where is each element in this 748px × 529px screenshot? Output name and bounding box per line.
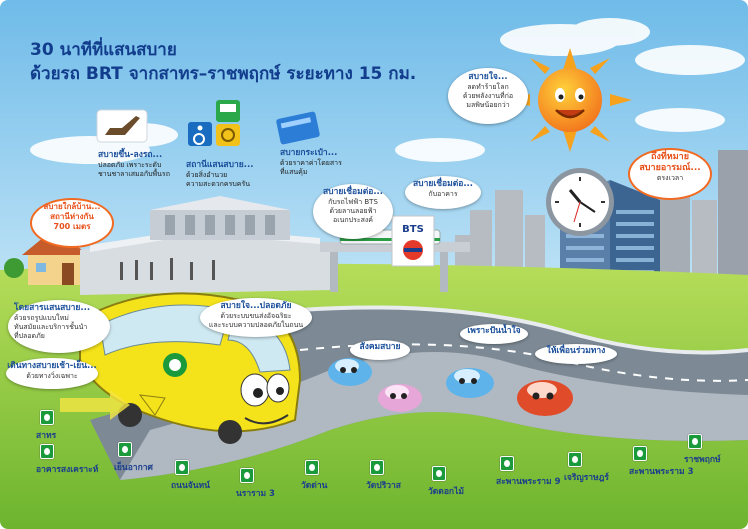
callout-safety-body-2: และระบบความปลอดภัยในถนน xyxy=(208,321,304,329)
station-marker-icon xyxy=(568,452,582,467)
station-marker-icon xyxy=(40,410,54,425)
callout-comfort: โดยสารแสนสบาย... ด้วยรถรูปแบบใหม่ ทันสมั… xyxy=(8,300,110,353)
car-pink xyxy=(378,384,422,412)
callout-generous: เพราะปันน้ำใจ xyxy=(460,324,528,344)
station-marker-icon xyxy=(175,460,189,475)
callout-sun-body-2: ด้วยพลังงานที่ก่อ xyxy=(462,92,514,100)
callout-wallet-head: สบายกระเป๋า... xyxy=(280,148,338,158)
sun-icon xyxy=(508,48,632,152)
clock-icon xyxy=(546,168,614,236)
car-blue-2 xyxy=(446,368,494,398)
car-blue-1 xyxy=(328,358,372,386)
bus-lane xyxy=(120,352,748,480)
callout-boarding-body-2: ชานชาลาเสมอกับพื้นรถ xyxy=(98,170,170,178)
bts-logo-icon: BTS xyxy=(391,215,435,267)
brt-station xyxy=(80,196,330,295)
station-label: สะพานพระราม 9 xyxy=(496,477,561,487)
callout-safety-body-1: ด้วยระบบขนส่งอัจฉริยะ xyxy=(220,312,292,320)
station-marker-icon xyxy=(500,456,514,471)
station-marker-icon xyxy=(688,434,702,449)
callout-society-head: สังคมสบาย xyxy=(359,342,401,352)
station-label: ราชพฤกษ์ xyxy=(684,455,721,465)
station-label: เจริญราษฎร์ xyxy=(564,473,609,483)
callout-safety-head: สบายใจ...ปลอดภัย xyxy=(220,301,292,311)
shoe-icon xyxy=(96,109,148,143)
callout-generous-head: เพราะปันน้ำใจ xyxy=(467,326,521,336)
station-label: วัดดอกไม้ xyxy=(428,487,464,497)
callout-comfort-body-1: ด้วยรถรูปแบบใหม่ xyxy=(14,314,69,322)
callout-walk-head-3: 700 เมตร xyxy=(53,222,91,231)
callout-wallet: สบายกระเป๋า... ด้วยราคาค่าโดยสาร ที่แสนค… xyxy=(280,148,342,177)
callout-walk-head-1: สบายใกล้บ้าน... xyxy=(43,202,101,211)
ticket-card-icon xyxy=(276,111,320,145)
station-marker-icon xyxy=(370,460,384,475)
page-title: 30 นาทีที่แสนสบาย xyxy=(30,40,177,60)
station-label: วัดด่าน xyxy=(301,481,328,491)
callout-destination: ถึงที่หมาย สบายอารมณ์... ตรงเวลา xyxy=(628,148,712,200)
station-label: สะพานพระราม 3 xyxy=(629,467,694,477)
callout-sun: สบายใจ... ลดทำร้ายโลก ด้วยพลังงานที่ก่อ … xyxy=(448,68,528,124)
callout-comfort-head: โดยสารแสนสบาย... xyxy=(14,303,91,313)
callout-lane: เดินทางสบายเช้า-เย็น... ด้วยทางวิ่งเฉพาะ xyxy=(6,358,98,389)
road-edge xyxy=(299,305,748,355)
station-marker-icon xyxy=(118,442,132,457)
station-label: สาทร xyxy=(36,431,57,441)
ticket-gate-icon xyxy=(216,124,240,146)
callout-station-body-1: ด้วยสิ่งอำนวย xyxy=(186,171,228,179)
callout-station: สถานีแสนสบาย... ด้วยสิ่งอำนวย ความสะดวกค… xyxy=(186,160,253,189)
callout-building-body: กับอาคาร xyxy=(428,190,458,198)
station-label: วัดปริวาส xyxy=(366,481,401,491)
callout-society: สังคมสบาย xyxy=(350,340,410,360)
callout-lane-body: ด้วยทางวิ่งเฉพาะ xyxy=(26,372,78,380)
callout-walk-head-2: สถานีห่างกัน xyxy=(50,212,94,221)
wheelchair-icon xyxy=(188,122,212,146)
callout-destination-head-1: ถึงที่หมาย xyxy=(651,152,689,162)
svg-text:BTS: BTS xyxy=(402,224,424,235)
callout-sun-body-3: มลพิษน้อยกว่า xyxy=(466,101,510,109)
callout-safety: สบายใจ...ปลอดภัย ด้วยระบบขนส่งอัจฉริยะ แ… xyxy=(200,298,312,337)
callout-boarding-body-1: ปลอดภัย เพราะระดับ xyxy=(98,161,162,169)
station-label: นราราม 3 xyxy=(236,489,275,499)
callout-sun-body-1: ลดทำร้ายโลก xyxy=(467,83,509,91)
callout-bts-head: สบายเชื่อมต่อ... xyxy=(322,187,384,197)
motion-arrows xyxy=(60,390,130,420)
callout-comfort-body-2: ทันสมัยและบริการชั้นนำ xyxy=(14,323,88,331)
info-panel-icon xyxy=(216,100,240,122)
callout-destination-body: ตรงเวลา xyxy=(656,174,684,182)
station-label: เย็นอากาศ xyxy=(114,463,153,473)
station-label: ถนนจันทน์ xyxy=(171,481,210,491)
page-subtitle: ด้วยรถ BRT จากสาทร–ราชพฤกษ์ ระยะทาง 15 ก… xyxy=(30,64,417,84)
car-red xyxy=(517,380,573,416)
callout-boarding: สบายขึ้น-ลงรถ... ปลอดภัย เพราะระดับ ชานช… xyxy=(98,150,170,179)
callout-destination-head-2: สบายอารมณ์... xyxy=(639,163,701,173)
callout-yield: ให้เพื่อนร่วมทาง xyxy=(535,344,617,364)
station-marker-icon xyxy=(240,468,254,483)
callout-station-body-2: ความสะดวกครบครัน xyxy=(186,180,251,188)
callout-bts: สบายเชื่อมต่อ... กับรถไฟฟ้า BTS ด้วยลานล… xyxy=(313,184,393,239)
callout-boarding-head: สบายขึ้น-ลงรถ... xyxy=(98,150,163,160)
callout-wallet-body-2: ที่แสนคุ้ม xyxy=(280,168,308,176)
station-marker-icon xyxy=(432,466,446,481)
station-marker-icon xyxy=(633,446,647,461)
station-marker-icon xyxy=(40,444,54,459)
callout-comfort-body-3: ที่ปลอดภัย xyxy=(14,332,45,340)
callout-building: สบายเชื่อมต่อ... กับอาคาร xyxy=(405,176,481,209)
callout-bts-body-2: ด้วยลานลอยฟ้า xyxy=(329,207,377,215)
station-marker-icon xyxy=(305,460,319,475)
callout-bts-body-3: อเนกประสงค์ xyxy=(333,216,373,224)
callout-walk: สบายใกล้บ้าน... สถานีห่างกัน 700 เมตร xyxy=(30,198,114,248)
callout-sun-head: สบายใจ... xyxy=(468,72,508,82)
callout-station-head: สถานีแสนสบาย... xyxy=(186,160,254,170)
callout-lane-head: เดินทางสบายเช้า-เย็น... xyxy=(7,361,97,371)
callout-building-head: สบายเชื่อมต่อ... xyxy=(412,179,474,189)
station-label: อาคารสงเคราะห์ xyxy=(36,465,99,475)
callout-bts-body-1: กับรถไฟฟ้า BTS xyxy=(328,198,378,206)
callout-wallet-body-1: ด้วยราคาค่าโดยสาร xyxy=(280,159,342,167)
callout-yield-head: ให้เพื่อนร่วมทาง xyxy=(546,346,606,356)
